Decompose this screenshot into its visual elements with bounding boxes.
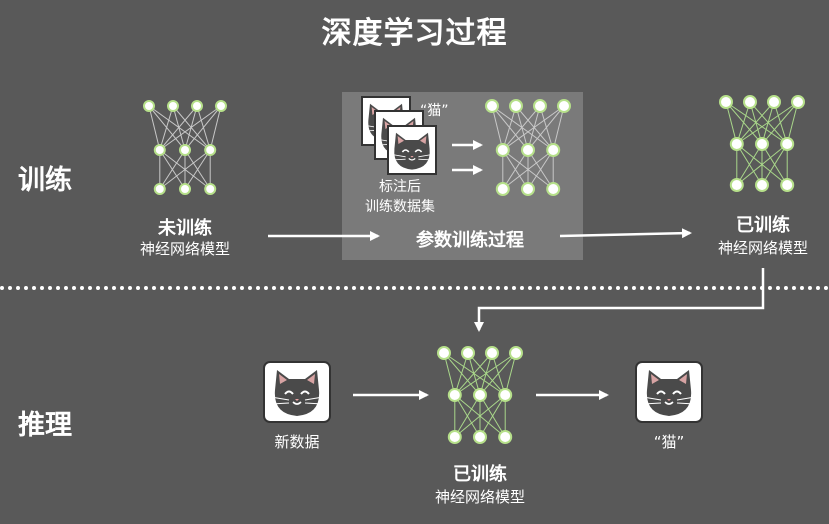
training-process-label: 参数训练过程 <box>416 230 524 251</box>
section-divider <box>0 286 829 290</box>
training-network-icon <box>485 99 571 196</box>
dataset-label-line1: 标注后 <box>379 179 421 195</box>
trained-model-sublabel: 神经网络模型 <box>717 239 808 257</box>
untrained-network-icon <box>143 100 227 195</box>
trained-network-icon <box>719 95 805 192</box>
trained-model-label: 已训练 <box>736 215 790 236</box>
untrained-model-sublabel: 神经网络模型 <box>139 240 230 258</box>
inference-network-icon <box>437 346 523 444</box>
inference-model-sublabel: 神经网络模型 <box>434 488 525 506</box>
dataset-tag-label: “猫” <box>420 103 449 119</box>
output-image-card <box>635 361 703 423</box>
section-label-training: 训练 <box>18 165 72 196</box>
dataset-label-line2: 训练数据集 <box>365 199 435 215</box>
page-title: 深度学习过程 <box>321 16 508 51</box>
untrained-model-label: 未训练 <box>158 218 212 239</box>
inference-output-label: “猫” <box>653 433 685 451</box>
section-label-inference: 推理 <box>18 410 72 441</box>
arrow-right-icon <box>559 228 692 239</box>
dataset-image-card <box>387 125 437 175</box>
inference-model-label: 已训练 <box>453 464 507 485</box>
new-data-label: 新数据 <box>274 433 320 451</box>
arrow-connector-icon <box>474 268 765 332</box>
input-image-card <box>263 361 331 423</box>
